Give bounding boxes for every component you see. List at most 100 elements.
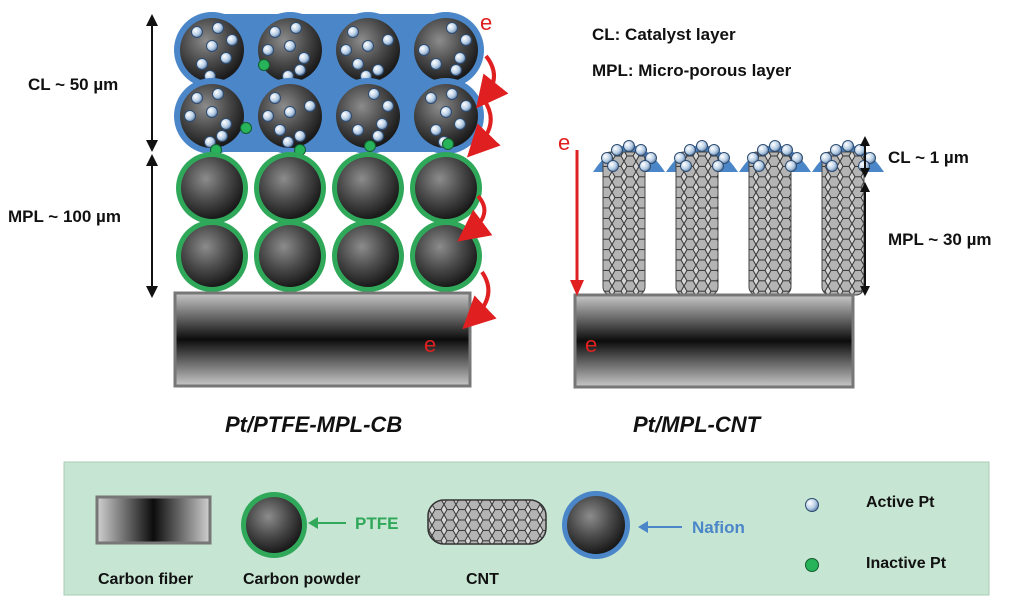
active-pt xyxy=(674,152,686,164)
carbon-powder-particle xyxy=(181,157,243,219)
right-carbon-fiber xyxy=(573,293,855,389)
carbon-powder-particle xyxy=(181,225,243,287)
definition-cl: CL: Catalyst layer xyxy=(592,25,736,44)
left-electron-symbol-top: e xyxy=(480,10,492,35)
left-micro-porous-layer xyxy=(176,152,482,292)
carbon-powder-particle xyxy=(415,157,477,219)
active-pt xyxy=(372,130,384,142)
nafion-band xyxy=(176,14,481,86)
legend-panel: Carbon fiber Carbon powder PTFE CNT Nafi… xyxy=(63,461,990,596)
left-cl-dimension-arrow xyxy=(146,14,158,152)
active-pt xyxy=(430,124,442,136)
active-pt xyxy=(362,40,374,52)
active-pt xyxy=(450,64,462,76)
active-pt xyxy=(372,64,384,76)
carbon-particle xyxy=(414,18,478,82)
active-pt xyxy=(212,88,224,100)
active-pt xyxy=(352,124,364,136)
legend-carbon-fiber-label: Carbon fiber xyxy=(98,571,193,588)
carbon-powder-particle xyxy=(337,225,399,287)
left-mpl-thickness-label: MPL ~ 100 µm xyxy=(8,207,121,226)
active-pt xyxy=(376,118,388,130)
active-pt xyxy=(454,52,466,64)
active-pt xyxy=(274,124,286,136)
active-pt xyxy=(382,100,394,112)
active-pt xyxy=(294,64,306,76)
active-pt xyxy=(440,106,452,118)
cnt-tube xyxy=(821,151,865,296)
active-pt xyxy=(418,44,430,56)
active-pt xyxy=(284,106,296,118)
legend-carbon-powder-label: Carbon powder xyxy=(243,571,360,588)
left-electron-symbol-bottom: e xyxy=(424,332,436,357)
active-pt xyxy=(645,152,657,164)
legend-carbon-fiber-swatch xyxy=(95,495,212,545)
left-mpl-dimension-arrow xyxy=(146,154,158,298)
electron-arrow xyxy=(462,270,497,330)
active-pt xyxy=(820,152,832,164)
active-pt xyxy=(294,130,306,142)
active-pt xyxy=(298,52,310,64)
active-pt xyxy=(340,44,352,56)
electron-arrow xyxy=(457,194,493,242)
active-pt xyxy=(460,34,472,46)
active-pt xyxy=(446,22,458,34)
active-pt xyxy=(382,34,394,46)
active-pt xyxy=(708,144,720,156)
inactive-pt xyxy=(258,59,270,71)
active-pt xyxy=(220,118,232,130)
active-pt xyxy=(842,140,854,152)
active-pt xyxy=(262,110,274,122)
active-pt xyxy=(284,40,296,52)
right-cnt-array xyxy=(593,140,884,296)
right-mpl-dimension-arrow xyxy=(860,182,870,296)
active-pt xyxy=(757,144,769,156)
cnt-tube xyxy=(602,151,646,296)
right-mpl-thickness-label: MPL ~ 30 µm xyxy=(888,230,992,249)
right-cl-thickness-label: CL ~ 1 µm xyxy=(888,148,969,167)
active-pt xyxy=(304,100,316,112)
right-electron-path xyxy=(570,150,584,296)
left-electron-path xyxy=(457,54,509,330)
cnt-tube xyxy=(748,151,792,296)
active-pt xyxy=(196,58,208,70)
active-pt xyxy=(290,22,302,34)
active-pt xyxy=(204,136,216,148)
legend-active-pt-swatch xyxy=(805,498,819,512)
inactive-pt xyxy=(240,122,252,134)
left-carbon-fiber xyxy=(173,291,472,388)
nafion-band xyxy=(176,80,481,152)
active-pt xyxy=(206,40,218,52)
active-pt xyxy=(680,160,692,172)
active-pt xyxy=(460,100,472,112)
active-pt xyxy=(184,110,196,122)
active-pt xyxy=(791,152,803,164)
active-pt xyxy=(262,44,274,56)
active-pt xyxy=(220,52,232,64)
active-pt xyxy=(206,106,218,118)
active-pt xyxy=(830,144,842,156)
active-pt xyxy=(454,118,466,130)
legend-active-pt-label: Active Pt xyxy=(866,494,935,511)
legend-nafion-arrow xyxy=(638,521,682,533)
active-pt xyxy=(269,92,281,104)
left-catalyst-layer xyxy=(174,12,484,156)
legend-cnt-label: CNT xyxy=(466,571,499,588)
active-pt xyxy=(712,160,724,172)
active-pt xyxy=(352,58,364,70)
right-electron-symbol-bottom: e xyxy=(585,332,597,357)
carbon-powder-particle xyxy=(337,157,399,219)
inactive-pt xyxy=(364,140,376,152)
active-pt xyxy=(340,110,352,122)
active-pt xyxy=(282,136,294,148)
legend-cnt-swatch xyxy=(427,499,547,545)
active-pt xyxy=(623,140,635,152)
active-pt xyxy=(446,88,458,100)
active-pt xyxy=(269,26,281,38)
legend-ptfe-label: PTFE xyxy=(355,514,398,533)
active-pt xyxy=(769,140,781,152)
right-caption: Pt/MPL-CNT xyxy=(633,412,762,437)
active-pt xyxy=(854,144,866,156)
cnt-tube xyxy=(675,151,719,296)
